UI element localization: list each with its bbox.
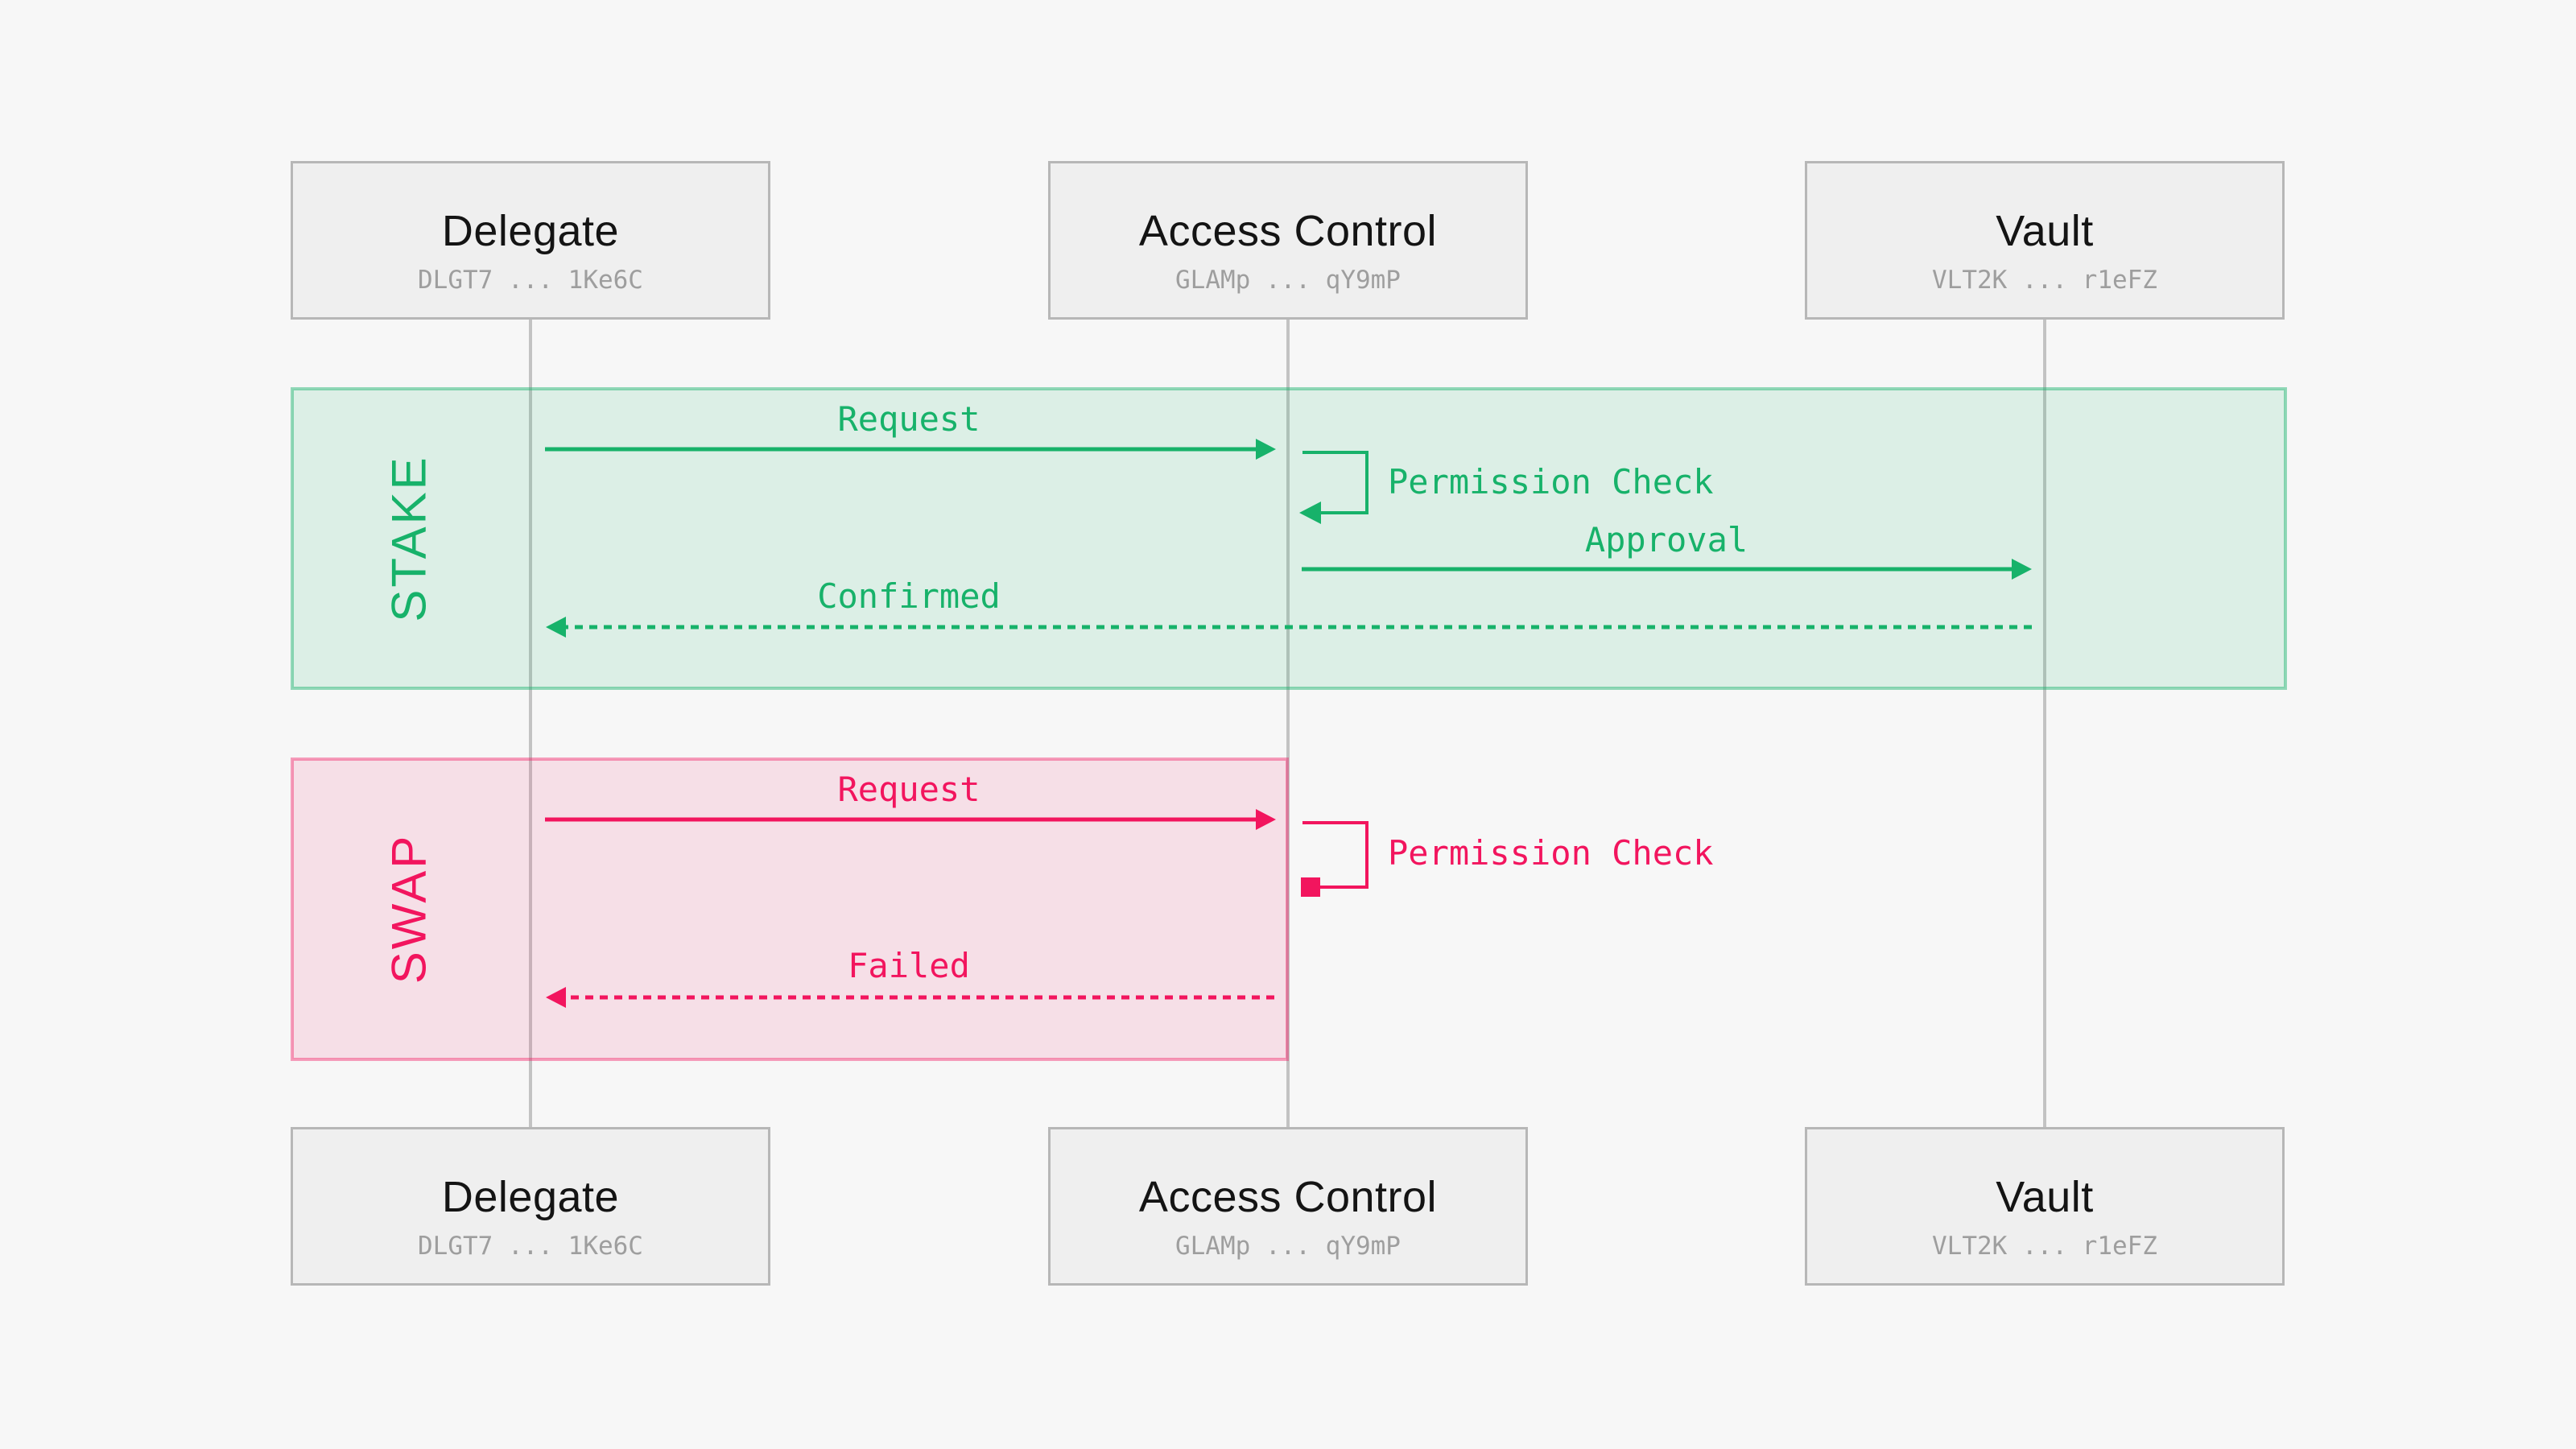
actor-name: Vault	[1996, 207, 2094, 255]
swap-request-arrow	[545, 809, 1276, 830]
actor-address: DLGT7 ... 1Ke6C	[418, 1231, 643, 1261]
swap-failed-label: Failed	[848, 946, 970, 985]
actor-box-vault-top: Vault VLT2K ... r1eFZ	[1805, 161, 2285, 320]
actor-name: Access Control	[1138, 207, 1438, 255]
stake-approval-arrow	[1302, 559, 2032, 580]
actor-address: VLT2K ... r1eFZ	[1932, 265, 2157, 295]
stake-band-label: STAKE	[382, 455, 436, 622]
actor-name: Vault	[1996, 1173, 2094, 1221]
swap-request-label: Request	[837, 770, 980, 809]
actor-name: Delegate	[441, 1173, 620, 1221]
stake-approval-label: Approval	[1584, 520, 1748, 559]
actor-box-delegate-bottom: Delegate DLGT7 ... 1Ke6C	[291, 1127, 770, 1286]
stake-permission-check-label: Permission Check	[1388, 462, 1714, 502]
stake-request-label: Request	[837, 399, 980, 439]
actor-box-vault-bottom: Vault VLT2K ... r1eFZ	[1805, 1127, 2285, 1286]
actor-address: GLAMp ... qY9mP	[1175, 265, 1401, 295]
swap-band-label: SWAP	[382, 833, 436, 985]
swap-failed-dashed-arrow	[546, 987, 1274, 1008]
actor-name: Access Control	[1138, 1173, 1438, 1221]
stake-confirmed-label: Confirmed	[817, 576, 1001, 616]
swap-band	[291, 758, 1289, 1061]
actor-address: GLAMp ... qY9mP	[1175, 1231, 1401, 1261]
actor-name: Delegate	[441, 207, 620, 255]
actor-box-access-control-bottom: Access Control GLAMp ... qY9mP	[1048, 1127, 1528, 1286]
actor-box-delegate-top: Delegate DLGT7 ... 1Ke6C	[291, 161, 770, 320]
stake-band	[291, 387, 2287, 690]
stake-permission-check-self-loop	[1299, 451, 1368, 524]
swap-permission-check-label: Permission Check	[1388, 833, 1714, 873]
stake-confirmed-dashed-arrow	[546, 617, 2032, 638]
swap-permission-check-blocked-self-loop	[1301, 821, 1368, 897]
actor-address: DLGT7 ... 1Ke6C	[418, 265, 643, 295]
actor-box-access-control-top: Access Control GLAMp ... qY9mP	[1048, 161, 1528, 320]
stake-request-arrow	[545, 439, 1276, 460]
actor-address: VLT2K ... r1eFZ	[1932, 1231, 2157, 1261]
